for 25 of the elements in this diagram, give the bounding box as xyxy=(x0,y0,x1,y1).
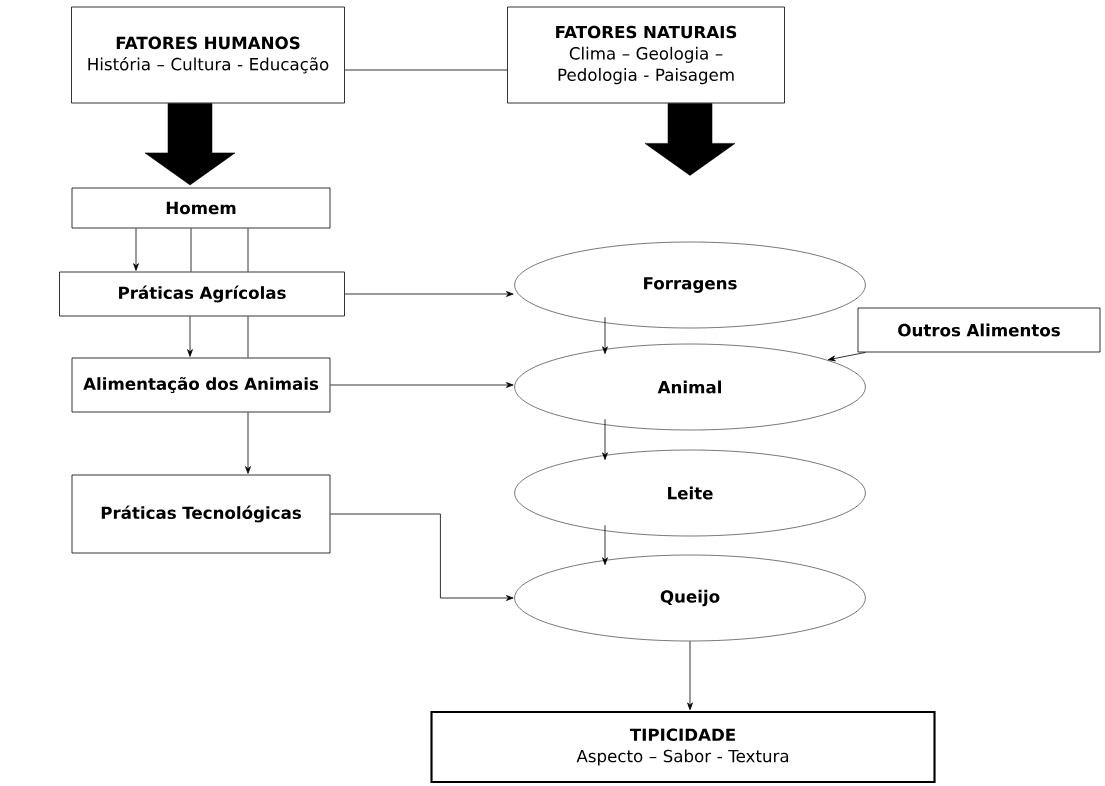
connector-line xyxy=(247,316,249,358)
arrow xyxy=(602,524,608,565)
arrow xyxy=(827,352,866,362)
connector-line xyxy=(344,69,508,71)
process-box: Práticas Tecnológicas xyxy=(71,474,331,554)
connector-line xyxy=(247,228,249,272)
arrow xyxy=(245,412,251,474)
arrow xyxy=(330,382,514,388)
factor-box: FATORES HUMANOS História – Cultura - Educação xyxy=(71,6,345,104)
arrow xyxy=(330,513,514,601)
process-box: Outros Alimentos xyxy=(857,307,1101,353)
arrow xyxy=(687,640,693,711)
factor-box: FATORES NATURAIS Clima – Geologia – Pedologia - Paisagem xyxy=(507,6,785,104)
arrow xyxy=(344,291,514,297)
process-box: Alimentação dos Animais xyxy=(71,357,331,413)
arrow xyxy=(602,418,608,460)
result-box: TIPICIDADE Aspecto – Sabor - Textura xyxy=(430,710,936,784)
arrow xyxy=(133,228,139,271)
arrow xyxy=(187,316,193,357)
process-box: Práticas Agrícolas xyxy=(59,271,345,317)
process-box: Homem xyxy=(71,187,331,229)
connector-line xyxy=(190,228,192,272)
arrow xyxy=(602,316,608,354)
block-arrow xyxy=(144,103,236,186)
block-arrow xyxy=(644,103,736,176)
